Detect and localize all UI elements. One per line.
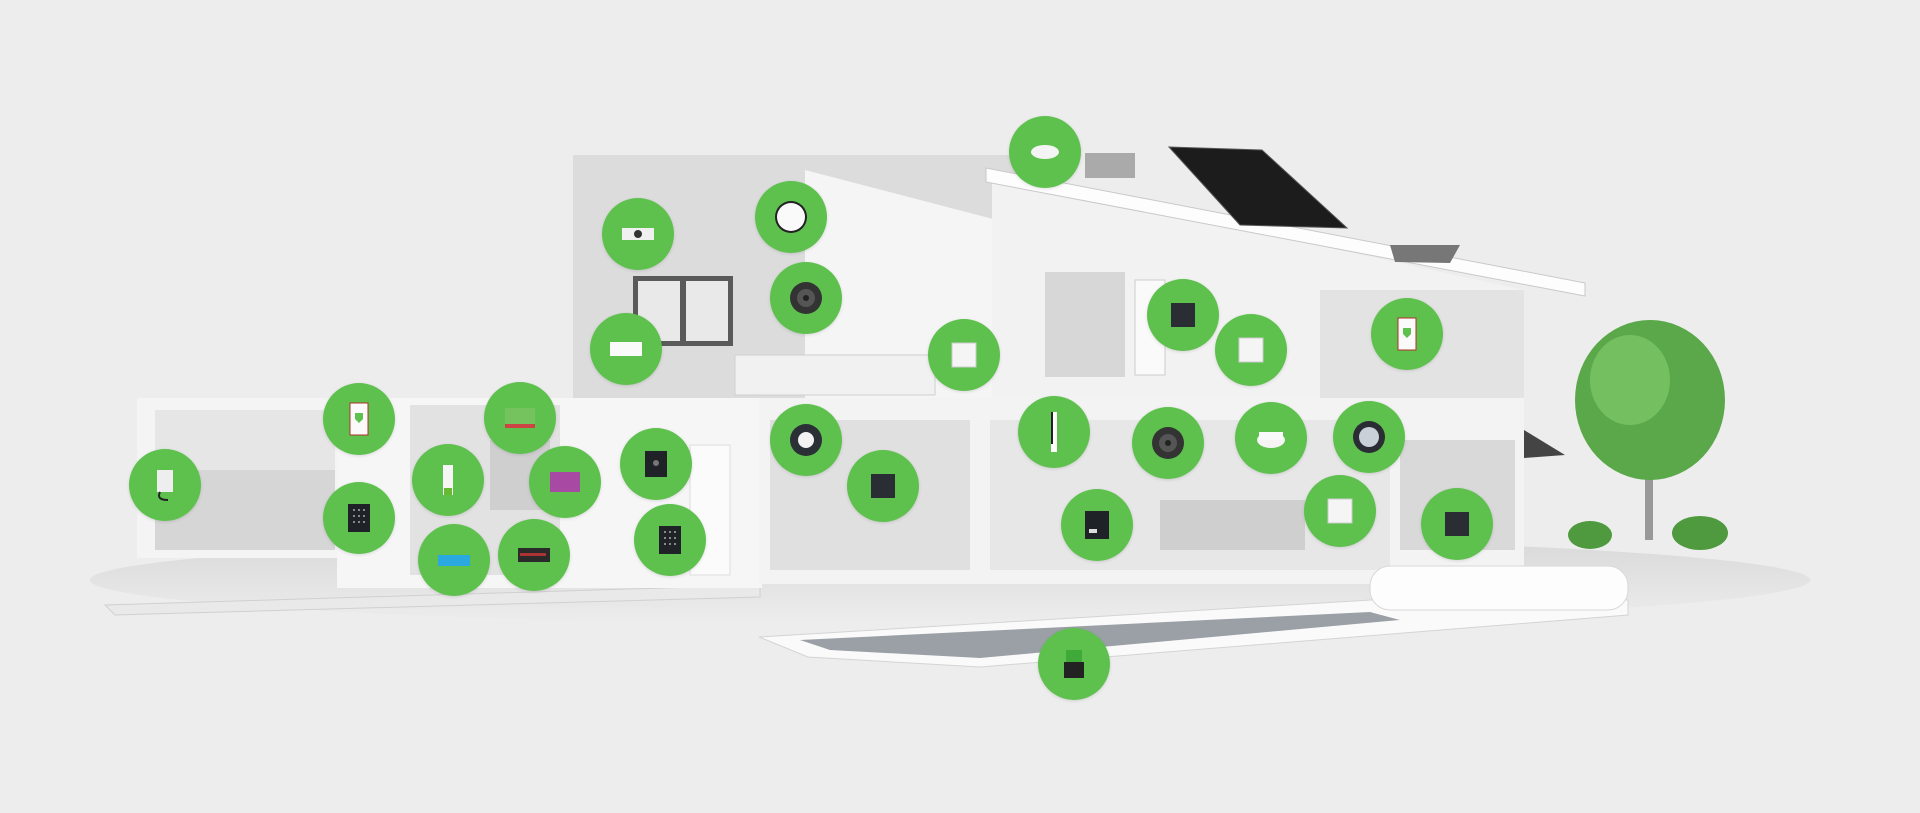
camera-set-icon — [622, 228, 654, 240]
keypad-icon — [659, 526, 681, 554]
white-panel-icon — [610, 342, 642, 356]
black-module-icon — [518, 548, 550, 562]
blue-module-icon — [438, 555, 470, 566]
pool — [758, 565, 1629, 668]
dark-switch-icon — [1171, 303, 1195, 327]
hotspot-dark-switch[interactable] — [1147, 279, 1219, 351]
solar-panel — [1167, 146, 1349, 229]
dark-switch-icon — [1445, 512, 1469, 536]
hotspot-white-panel[interactable] — [590, 313, 662, 385]
alarm-siren-icon — [349, 402, 369, 436]
hotspot-ceiling-light-dark[interactable] — [770, 404, 842, 476]
hotspot-weather-station[interactable] — [1009, 116, 1081, 188]
dark-switch-icon — [871, 474, 895, 498]
sensor-strip-icon — [1051, 412, 1057, 452]
hotspot-blue-module[interactable] — [418, 524, 490, 596]
hotspot-smoke-detector[interactable] — [1235, 402, 1307, 474]
hotspot-dark-switch[interactable] — [847, 450, 919, 522]
ceiling-light-white-icon — [775, 201, 807, 233]
hotspot-door-sensor[interactable] — [412, 444, 484, 516]
hotspot-dark-switch[interactable] — [1421, 488, 1493, 560]
white-switch-icon — [1327, 498, 1353, 524]
motion-sensor-icon — [1353, 421, 1385, 453]
smoke-detector-icon — [1257, 432, 1285, 448]
weather-station-icon — [1031, 145, 1059, 159]
hotspot-black-module[interactable] — [498, 519, 570, 591]
alarm-siren-icon — [1397, 317, 1417, 351]
white-switch-icon — [1238, 337, 1264, 363]
ceiling-light-dark-icon — [790, 424, 822, 456]
hotspot-sensor-strip[interactable] — [1018, 396, 1090, 468]
hotspot-ceiling-light-white[interactable] — [755, 181, 827, 253]
hotspot-intercom[interactable] — [620, 428, 692, 500]
hotspot-ev-charger[interactable] — [129, 449, 201, 521]
hotspot-speaker[interactable] — [770, 262, 842, 334]
pool-pump-icon — [1064, 650, 1084, 678]
green-controller-icon — [505, 408, 535, 428]
touch-panel-icon — [1085, 511, 1109, 539]
tree — [1568, 320, 1728, 550]
hotspot-green-controller[interactable] — [484, 382, 556, 454]
hotspot-touch-panel[interactable] — [1061, 489, 1133, 561]
speaker-icon — [790, 282, 822, 314]
speaker-icon — [1152, 427, 1184, 459]
ev-charger-icon — [157, 470, 173, 501]
intercom-icon — [645, 451, 667, 477]
hotspot-motion-sensor[interactable] — [1333, 401, 1405, 473]
door-sensor-icon — [443, 465, 453, 495]
hotspot-alarm-siren[interactable] — [1371, 298, 1443, 370]
hotspot-white-switch[interactable] — [928, 319, 1000, 391]
hotspot-speaker[interactable] — [1132, 407, 1204, 479]
hotspot-alarm-siren[interactable] — [323, 383, 395, 455]
hotspot-white-switch[interactable] — [1304, 475, 1376, 547]
hotspot-white-switch[interactable] — [1215, 314, 1287, 386]
hotspot-keypad[interactable] — [634, 504, 706, 576]
purple-module-icon — [550, 472, 580, 492]
hotspot-camera-set[interactable] — [602, 198, 674, 270]
keypad-icon — [348, 504, 370, 532]
hotspot-pool-pump[interactable] — [1038, 628, 1110, 700]
hotspot-purple-module[interactable] — [529, 446, 601, 518]
hotspot-keypad[interactable] — [323, 482, 395, 554]
white-switch-icon — [951, 342, 977, 368]
